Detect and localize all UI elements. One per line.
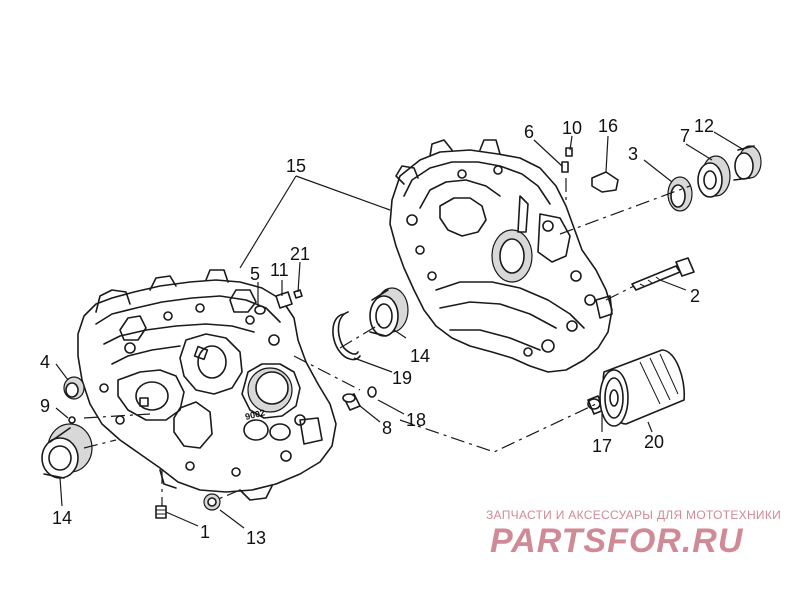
part-1-plug: [155, 505, 167, 519]
part-2-bolt: [631, 257, 695, 291]
callout-14-left: 14: [52, 508, 72, 528]
assembly-lines: [83, 178, 691, 506]
part-5-o-ring: [254, 305, 266, 315]
callout-12: 12: [694, 116, 714, 136]
part-10-pin: [565, 147, 573, 157]
part-19-snap-ring: [332, 311, 361, 361]
callout-5: 5: [250, 264, 260, 284]
callout-6: 6: [524, 122, 534, 142]
callout-8: 8: [382, 418, 392, 438]
part-8-dowel: [342, 393, 361, 411]
right-crankcase-half: [389, 139, 613, 373]
part-9-pin: [68, 416, 76, 424]
callout-19: 19: [392, 368, 412, 388]
part-7-bearing: [697, 155, 731, 198]
part-16-plate: [591, 171, 619, 193]
part-3-seal: [667, 176, 693, 212]
part-18-o-ring: [367, 386, 377, 398]
part-14-bearing-right: [369, 287, 409, 337]
callout-7: 7: [680, 126, 690, 146]
callout-16: 16: [598, 116, 618, 136]
callout-3: 3: [628, 144, 638, 164]
part-20-oil-filter: [599, 349, 686, 427]
callout-15: 15: [286, 156, 306, 176]
part-13-drain-plug: [203, 493, 221, 511]
callout-17: 17: [592, 436, 612, 456]
callout-14-right: 14: [410, 346, 430, 366]
case-stamp: 9002: [244, 407, 266, 422]
callout-labels: 15 6 10 16 7 12 3 5 11 21 2 4 9 14 14 19…: [40, 116, 714, 548]
callout-4: 4: [40, 352, 50, 372]
callout-18: 18: [406, 410, 426, 430]
callout-13: 13: [246, 528, 266, 548]
watermark-tagline: ЗАПЧАСТИ И АКСЕССУАРЫ ДЛЯ МОТОТЕХНИКИ: [486, 508, 782, 522]
callout-2: 2: [690, 286, 700, 306]
callout-1: 1: [200, 522, 210, 542]
part-6-pin: [561, 161, 569, 173]
callout-21: 21: [290, 244, 310, 264]
callout-9: 9: [40, 396, 50, 416]
callout-10: 10: [562, 118, 582, 138]
part-11-sensor: [275, 291, 293, 309]
left-crankcase-half: 9002: [77, 269, 337, 501]
callout-11: 11: [270, 260, 289, 280]
part-4-bearing: [63, 376, 85, 400]
part-12-bearing: [733, 145, 762, 181]
watermark-logo: PARTSFOR.RU: [490, 522, 744, 560]
part-14-bearing-left: [41, 423, 93, 479]
watermark-logo-text: PARTSFOR.RU: [490, 522, 744, 560]
leader-lines: [55, 131, 745, 529]
callout-20: 20: [644, 432, 664, 452]
